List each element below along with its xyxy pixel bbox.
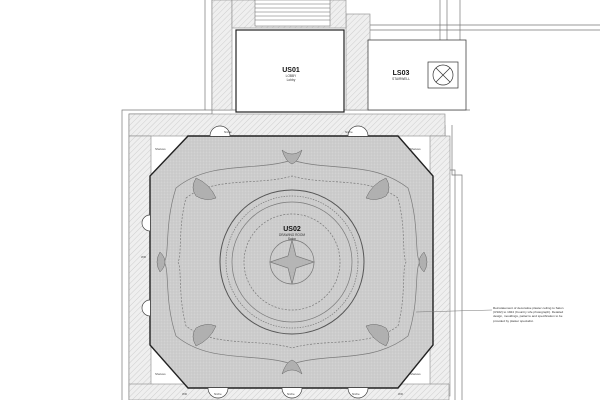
niche-label-bottom-left: Niche — [214, 392, 222, 396]
niches — [141, 125, 369, 399]
room-name: LOBBY — [285, 74, 297, 78]
room-name: STAIRWELL — [392, 77, 410, 81]
ceiling-ornament — [163, 159, 421, 365]
shelves-label-bottom-right: Shelves — [410, 372, 421, 376]
annotation-leader — [415, 309, 493, 313]
room-code: LS03 — [392, 70, 410, 77]
room-subname: Salon — [287, 237, 297, 242]
window-label-left: WD — [141, 255, 146, 259]
niche-label-top-left: Niche — [224, 130, 232, 134]
room-label-us01: US01 LOBBY Lobby — [266, 67, 316, 82]
niche-label-bottom-center: Niche — [287, 392, 295, 396]
window-label-bottom-left: WD — [182, 392, 187, 396]
ceiling-annotation: Reinstatement of decorative plaster ceil… — [493, 306, 564, 323]
lift-shaft-icon — [427, 61, 459, 89]
shelves-label-top-right: Shelves — [410, 147, 421, 151]
window-label-bottom-right: WD — [398, 392, 403, 396]
room-code: US02 — [283, 226, 301, 233]
niche-label-bottom-right: Niche — [352, 392, 360, 396]
shelves-label-bottom-left: Shelves — [155, 372, 166, 376]
room-code: US01 — [282, 67, 300, 74]
room-subname: Lobby — [286, 78, 296, 83]
corner-cartouches — [156, 149, 428, 375]
room-us01-outline — [235, 29, 345, 113]
room-label-us02: US02 DRAWING ROOM Salon — [267, 226, 317, 241]
stair-treads — [254, 0, 331, 27]
niche-label-top-right: Niche — [345, 130, 353, 134]
room-ls03-outline — [367, 39, 467, 111]
room-name: DRAWING ROOM — [278, 233, 306, 237]
shelves-label-top-left: Shelves — [155, 147, 166, 151]
room-label-ls03: LS03 STAIRWELL — [376, 70, 426, 81]
